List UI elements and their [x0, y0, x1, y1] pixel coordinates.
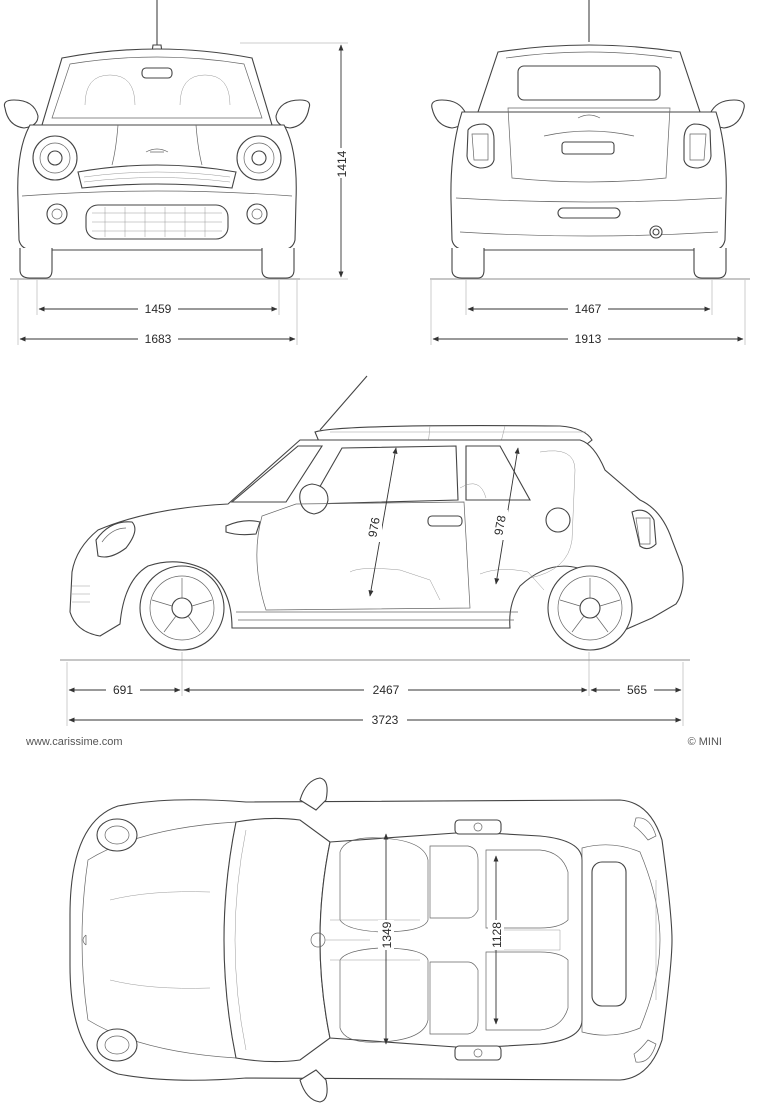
wheelbase-label: 2467 — [373, 683, 400, 697]
rear-interior-width-label: 1128 — [490, 922, 504, 948]
side-length-dimensions: 691 2467 565 3723 — [66, 652, 684, 728]
overall-length-label: 3723 — [372, 713, 399, 727]
rear-width-label: 1913 — [575, 332, 602, 346]
front-height-label: 1414 — [335, 150, 349, 177]
rear-dimensions: 1467 1913 — [430, 280, 746, 347]
website-credit: www.carissime.com — [25, 736, 123, 748]
rear-view — [430, 0, 750, 280]
front-track-label: 1459 — [145, 302, 172, 316]
front-dimensions: 1414 1459 1683 — [17, 42, 349, 347]
front-overhang-label: 691 — [113, 683, 133, 697]
rear-track-label: 1467 — [575, 302, 602, 316]
top-view — [69, 777, 673, 1103]
copyright-credit: © MINI — [688, 736, 722, 748]
side-headroom-dimensions: 976 978 — [365, 447, 520, 597]
front-view — [3, 0, 311, 280]
rear-overhang-label: 565 — [627, 683, 647, 697]
front-headroom-label: 976 — [365, 516, 382, 538]
rear-headroom-label: 978 — [491, 514, 508, 536]
top-interior-dimensions: 1349 1128 — [378, 833, 504, 1045]
front-width-label: 1683 — [145, 332, 172, 346]
front-interior-width-label: 1349 — [380, 921, 394, 948]
